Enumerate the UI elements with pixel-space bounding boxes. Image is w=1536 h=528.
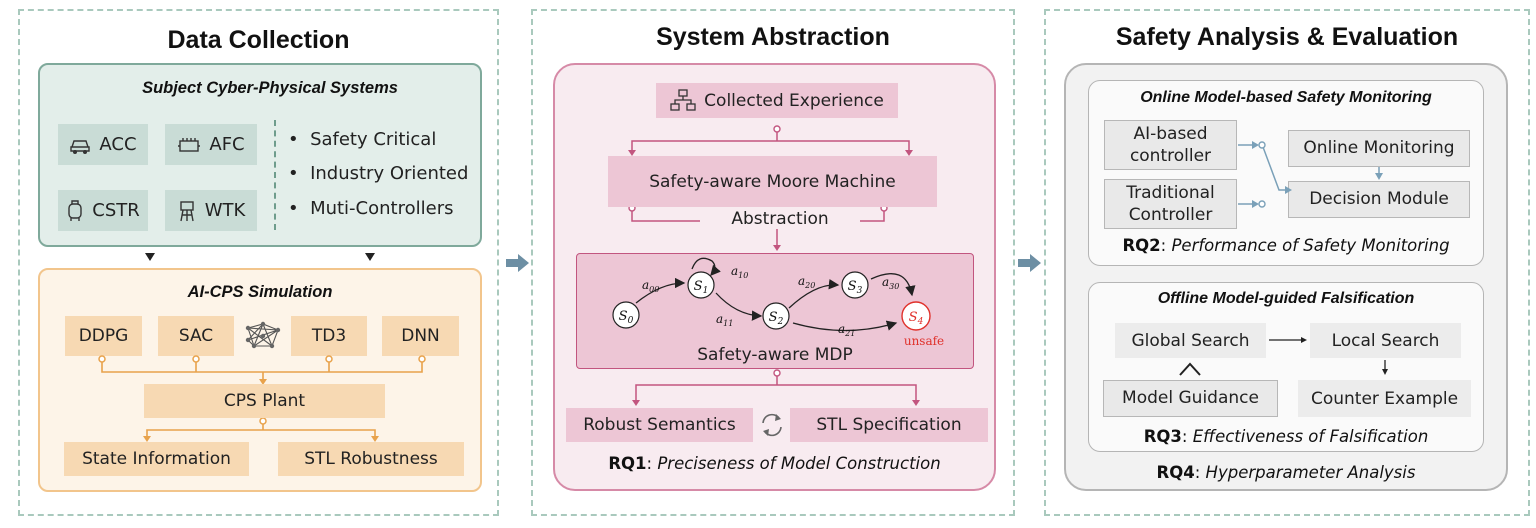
online-monitoring-box bbox=[1088, 80, 1484, 266]
system-chip-afc: AFC bbox=[165, 124, 257, 165]
rq1-caption: RQ1: Preciseness of Model Construction bbox=[608, 454, 941, 473]
simulation-title: AI-CPS Simulation bbox=[187, 283, 333, 301]
action-a21: a21 bbox=[838, 322, 855, 338]
action-a00: a00 bbox=[642, 278, 659, 294]
divider bbox=[274, 120, 276, 230]
robust-semantics: Robust Semantics bbox=[566, 408, 753, 442]
database-icon bbox=[670, 88, 696, 111]
system-abstraction-panel bbox=[531, 9, 1015, 516]
traditional-controller: Traditional Controller bbox=[1104, 179, 1237, 229]
simulation-connectors bbox=[98, 355, 426, 442]
bullet-item: • Industry Oriented bbox=[288, 163, 469, 184]
subject-to-sim-arrows bbox=[145, 253, 375, 261]
controller-sac: SAC bbox=[158, 316, 234, 356]
counter-example: Counter Example bbox=[1298, 380, 1471, 417]
state-information: State Information bbox=[64, 442, 249, 476]
neural-network-icon bbox=[245, 321, 281, 349]
system-abstraction-title: System Abstraction bbox=[656, 23, 890, 51]
mdp-label: Safety-aware MDP bbox=[697, 345, 853, 365]
rq4-caption: RQ4: Hyperparameter Analysis bbox=[1156, 463, 1416, 482]
water-tower-icon bbox=[179, 200, 194, 221]
falsification-connectors bbox=[1179, 337, 1388, 376]
action-a30: a30 bbox=[882, 275, 899, 291]
safety-analysis-title: Safety Analysis & Evaluation bbox=[1115, 23, 1459, 51]
system-label: WTK bbox=[204, 200, 246, 221]
unsafe-label: unsafe bbox=[904, 334, 944, 348]
tank-icon bbox=[68, 199, 82, 221]
system-chip-acc: ACC bbox=[58, 124, 148, 165]
engine-icon bbox=[178, 137, 201, 152]
ai-based-controller: AI-based controller bbox=[1104, 120, 1237, 170]
system-label: CSTR bbox=[92, 200, 140, 221]
online-monitoring: Online Monitoring bbox=[1288, 130, 1470, 167]
cycle-icon bbox=[762, 413, 782, 437]
system-chip-wtk: WTK bbox=[165, 190, 257, 231]
car-icon bbox=[70, 139, 91, 154]
safety-analysis-panel bbox=[1044, 9, 1530, 516]
controller-ddpg: DDPG bbox=[65, 316, 142, 356]
rq3-caption: RQ3: Effectiveness of Falsification bbox=[1143, 427, 1429, 446]
bullet-item: • Muti-Controllers bbox=[288, 198, 454, 219]
action-a10: a10 bbox=[731, 264, 748, 280]
abstraction-label: Abstraction bbox=[700, 209, 860, 229]
model-guidance: Model Guidance bbox=[1103, 380, 1278, 417]
local-search: Local Search bbox=[1310, 323, 1461, 358]
subject-systems-title: Subject Cyber-Physical Systems bbox=[142, 79, 398, 97]
controller-td3: TD3 bbox=[291, 316, 367, 356]
offline-falsification-box bbox=[1088, 282, 1484, 452]
offline-title: Offline Model-guided Falsification bbox=[1157, 290, 1415, 307]
action-a11: a11 bbox=[716, 312, 733, 328]
action-a20: a20 bbox=[798, 274, 815, 290]
system-label: ACC bbox=[99, 134, 137, 155]
monitoring-connectors bbox=[1238, 141, 1383, 208]
collected-experience: Collected Experience bbox=[656, 83, 898, 118]
flow-arrow-icon bbox=[1018, 254, 1041, 272]
stl-specification: STL Specification bbox=[790, 408, 988, 442]
data-collection-panel bbox=[18, 9, 499, 516]
system-chip-cstr: CSTR bbox=[58, 190, 148, 231]
rq2-caption: RQ2: Performance of Safety Monitoring bbox=[1122, 236, 1450, 255]
system-label: AFC bbox=[209, 134, 245, 155]
collected-experience-label: Collected Experience bbox=[704, 90, 884, 111]
bullet-item: • Safety Critical bbox=[288, 129, 437, 150]
cps-plant: CPS Plant bbox=[144, 384, 385, 418]
safety-aware-moore-machine: Safety-aware Moore Machine bbox=[608, 156, 937, 207]
stl-robustness: STL Robustness bbox=[278, 442, 464, 476]
controller-dnn: DNN bbox=[382, 316, 459, 356]
flow-arrow-icon bbox=[506, 254, 529, 272]
online-title: Online Model-based Safety Monitoring bbox=[1140, 89, 1432, 106]
data-collection-title: Data Collection bbox=[167, 26, 350, 54]
global-search: Global Search bbox=[1115, 323, 1266, 358]
mdp-state-graph: S0 S1 S2 S3 S4 unsafe a00 a10 a11 a20 a3… bbox=[612, 257, 944, 348]
decision-module: Decision Module bbox=[1288, 181, 1470, 218]
